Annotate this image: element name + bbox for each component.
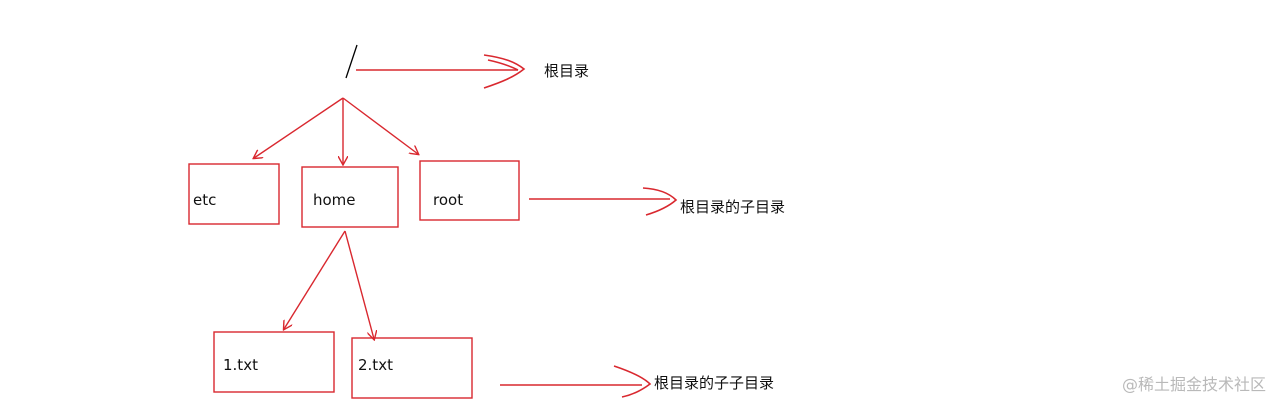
- root-annotation-arrow: [356, 54, 526, 89]
- branch-to-file2: [344, 230, 374, 339]
- root-slash: [345, 44, 358, 79]
- node-box-file2: [351, 337, 473, 399]
- node-label-file2: 2.txt: [358, 356, 393, 374]
- home-branches: [284, 230, 374, 339]
- branch-to-etc: [254, 97, 344, 158]
- node-label-file1: 1.txt: [223, 356, 258, 374]
- node-label-home: home: [313, 191, 356, 209]
- grandchild-annotation-arrow: [500, 365, 652, 398]
- branch-to-file1: [284, 230, 346, 329]
- node-label-root: root: [433, 191, 464, 209]
- branch-to-root: [342, 97, 418, 154]
- root-branches: [254, 97, 418, 164]
- annotation-child-dir: 根目录的子目录: [680, 198, 786, 216]
- child-annotation-arrow: [529, 187, 678, 216]
- node-box-root: [419, 160, 520, 221]
- annotation-grandchild-dir: 根目录的子子目录: [654, 374, 775, 392]
- node-label-etc: etc: [193, 191, 217, 209]
- watermark: @稀土掘金技术社区: [1121, 375, 1266, 394]
- node-box-file1: [213, 331, 335, 393]
- node-box-etc: [188, 163, 280, 225]
- node-box-home: [301, 166, 399, 228]
- annotation-root-dir: 根目录: [544, 62, 590, 80]
